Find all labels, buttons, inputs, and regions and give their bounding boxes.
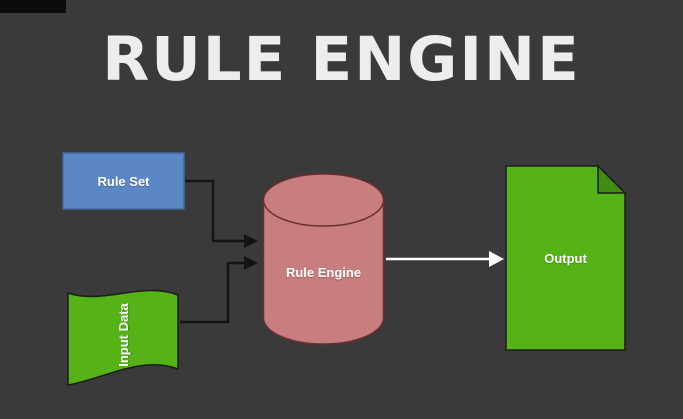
arrowhead-icon — [244, 256, 258, 270]
page-title: RULE ENGINE — [102, 24, 581, 95]
input-data-label: Input Data — [115, 303, 131, 367]
rule-set-label: Rule Set — [97, 173, 150, 189]
connector-ruleset-engine — [185, 179, 258, 248]
connector-inputdata-engine — [180, 256, 258, 324]
output-label: Output — [544, 250, 587, 266]
rule-engine-label: Rule Engine — [285, 264, 362, 280]
top-left-notch — [0, 0, 66, 13]
input-data-shape: Input Data — [64, 281, 182, 389]
cylinder-rim — [262, 173, 385, 227]
folded-corner-icon — [597, 164, 627, 194]
rule-engine-cylinder: Rule Engine — [262, 173, 385, 345]
arrowhead-icon — [489, 251, 504, 267]
output-document: Output — [505, 164, 627, 351]
rule-set-shape: Rule Set — [62, 152, 185, 210]
arrowhead-icon — [244, 234, 258, 248]
connector-engine-output — [386, 251, 504, 267]
